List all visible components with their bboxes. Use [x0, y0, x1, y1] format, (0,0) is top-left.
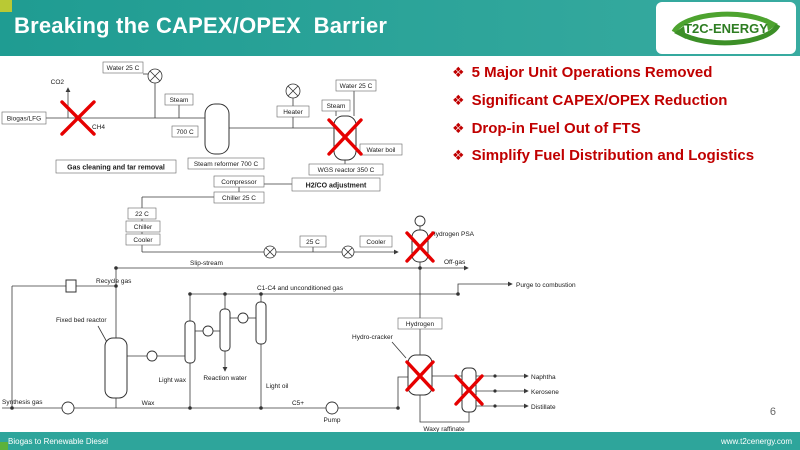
label-hydrogen: Hydrogen: [406, 321, 435, 328]
page-number: 6: [769, 406, 776, 418]
bullet-item: ❖ 5 Major Unit Operations Removed: [452, 64, 797, 83]
label-synthesis-gas: Synthesis gas: [2, 399, 43, 406]
label-light-oil: Light oil: [266, 383, 289, 390]
footer-left-text: Biogas to Renewable Diesel: [8, 436, 109, 446]
recycle-arrows-icon: T2C-ENERGY: [671, 11, 781, 46]
bullet-text: Significant CAPEX/OPEX Reduction: [471, 91, 728, 109]
label-fixed-bed-reactor: Fixed bed reactor: [56, 317, 107, 324]
bullet-text: Drop-in Fuel Out of FTS: [471, 119, 641, 137]
label-cooler: Cooler: [133, 237, 153, 244]
label-25c: 25 C: [306, 239, 320, 246]
label-gas-cleaning: Gas cleaning and tar removal: [67, 165, 165, 172]
label-off-gas: Off-gas: [444, 259, 466, 266]
logo-text: T2C-ENERGY: [684, 21, 768, 36]
t2c-energy-logo: T2C-ENERGY: [656, 2, 796, 54]
diamond-bullet-icon: ❖: [452, 147, 465, 164]
label-chiller-25c: Chiller 25 C: [222, 195, 256, 202]
x-mark-gas-cleaning: [60, 100, 96, 136]
footer-right-text: www.t2cenergy.com: [721, 436, 792, 446]
bullet-list: ❖ 5 Major Unit Operations Removed ❖ Sign…: [452, 64, 797, 175]
label-steam: Steam: [327, 103, 346, 110]
label-steam: Steam: [170, 97, 189, 104]
label-reaction-water: Reaction water: [203, 375, 247, 382]
recycle-filter-box: [65, 279, 77, 293]
diamond-bullet-icon: ❖: [452, 64, 465, 80]
label-wgs-reactor: WGS reactor 350 C: [318, 167, 375, 174]
label-steam-reformer: Steam reformer 700 C: [194, 161, 259, 168]
bullet-item: ❖ Drop-in Fuel Out of FTS: [452, 120, 797, 139]
separator-column: [184, 320, 196, 364]
bullet-text: 5 Major Unit Operations Removed: [471, 64, 713, 81]
header-accent-square: [0, 0, 12, 12]
label-slip-stream: Slip-stream: [190, 260, 223, 267]
label-pump: Pump: [324, 417, 341, 424]
bullet-text: Simplify Fuel Distribution and Logistics: [471, 147, 755, 165]
label-chiller: Chiller: [134, 224, 153, 231]
label-wax: Wax: [142, 400, 156, 407]
label-c5-plus: C5+: [292, 400, 304, 407]
label-cooler: Cooler: [366, 239, 386, 246]
label-water-boil: Water boil: [366, 147, 396, 154]
label-biogas-lfg: Biogas/LFG: [7, 116, 41, 123]
label-boxes: Biogas/LFG Water 25 C Steam Heater Steam…: [1, 61, 443, 330]
label-h2co-adjustment: H2/CO adjustment: [306, 183, 367, 190]
label-hydro-cracker: Hydro-cracker: [352, 334, 394, 341]
label-purge: Purge to combustion: [516, 282, 576, 289]
label-700c: 700 C: [176, 129, 194, 136]
diamond-bullet-icon: ❖: [452, 119, 465, 136]
label-recycle-gas: Recycle gas: [96, 278, 132, 285]
separator-column: [255, 301, 267, 345]
label-22c: 22 C: [135, 211, 149, 218]
label-compressor: Compressor: [221, 179, 257, 186]
diamond-bullet-icon: ❖: [452, 91, 465, 108]
label-ch4: CH4: [92, 124, 105, 131]
separator-column: [219, 308, 231, 352]
fixed-bed-reactor-vessel: [104, 337, 128, 399]
bullet-item: ❖ Simplify Fuel Distribution and Logisti…: [452, 147, 797, 166]
label-naphtha: Naphtha: [531, 374, 556, 381]
x-mark-wgs-reactor: [327, 118, 363, 156]
page-title: Breaking the CAPEX/OPEX Barrier: [14, 13, 388, 38]
label-heater: Heater: [283, 109, 303, 116]
label-co2: CO2: [51, 79, 65, 86]
steam-reformer-vessel: [204, 103, 230, 155]
x-mark-hydrogen-psa: [405, 231, 435, 263]
heat-exchanger-icons: [147, 68, 355, 259]
label-hydrogen-psa: Hydrogen PSA: [431, 231, 475, 238]
label-light-wax: Light wax: [159, 377, 187, 384]
bullet-item: ❖ Significant CAPEX/OPEX Reduction: [452, 92, 797, 111]
label-distillate: Distillate: [531, 404, 556, 411]
process-lines: [2, 73, 529, 423]
pump-icons: [61, 215, 426, 415]
footer-accent-square: [0, 442, 8, 450]
label-c1-c4: C1-C4 and unconditioned gas: [257, 285, 344, 292]
x-mark-hydro-cracker: [405, 360, 435, 392]
slide-footer: Biogas to Renewable Diesel www.t2cenergy…: [0, 432, 800, 450]
label-kerosene: Kerosene: [531, 389, 559, 396]
process-flow-diagram: Biogas/LFG Water 25 C Steam Heater Steam…: [1, 61, 576, 432]
label-waxy-raffinate: Waxy raffinate: [423, 426, 465, 432]
junction-dots: [10, 266, 497, 410]
label-water-25c: Water 25 C: [340, 83, 373, 90]
x-mark-distillation-column: [454, 374, 484, 406]
stream-labels: CO2 CH4 Synthesis gas Fixed bed reactor …: [2, 79, 576, 432]
label-water-25c: Water 25 C: [107, 65, 140, 72]
